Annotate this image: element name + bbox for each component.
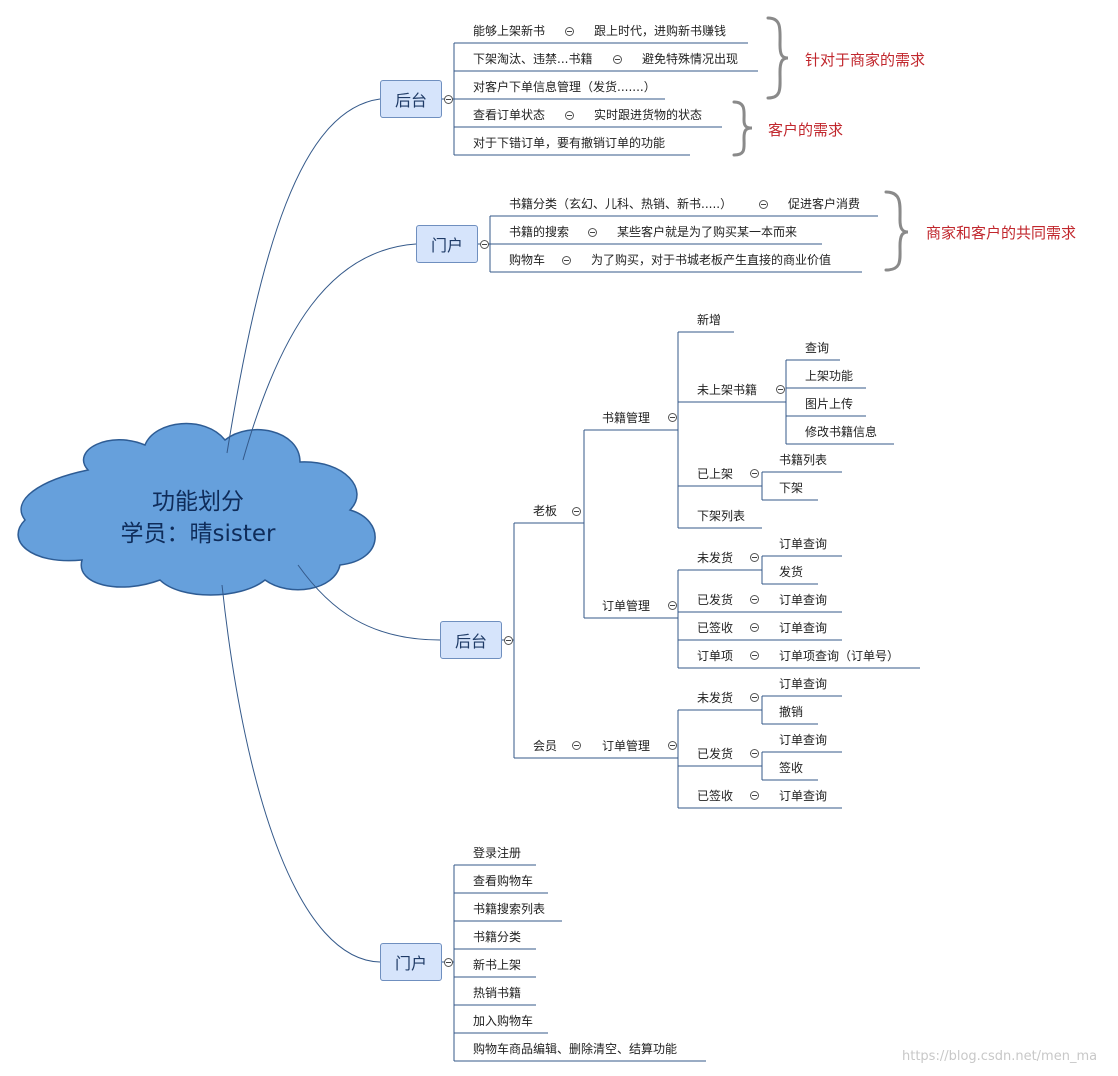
node-label: 订单项查询（订单号） — [779, 649, 900, 663]
node-label: 未发货 — [697, 691, 734, 705]
node-label: 订单查询 — [779, 593, 828, 607]
brace-merchant — [766, 16, 789, 100]
node-label: 已签收 — [697, 621, 734, 635]
node-member-order-management: 订单管理 — [602, 739, 651, 753]
branch-portal-modules[interactable]: 门户 — [380, 943, 442, 981]
collapse-icon[interactable] — [750, 791, 759, 800]
collapse-icon[interactable] — [565, 111, 574, 120]
node-label: 订单查询 — [779, 733, 828, 747]
node-label: 对客户下单信息管理（发货.......） — [473, 80, 656, 94]
node-label: 下架淘汰、违禁...书籍 — [473, 52, 593, 66]
node-label: 购物车 — [509, 253, 546, 267]
collapse-icon[interactable] — [444, 95, 453, 104]
node-label: 已发货 — [697, 747, 734, 761]
watermark: https://blog.csdn.net/men_ma — [902, 1049, 1098, 1064]
collapse-icon[interactable] — [444, 958, 453, 967]
collapse-icon[interactable] — [750, 553, 759, 562]
node-label: 订单项 — [697, 649, 734, 663]
branch-portal-requirements[interactable]: 门户 — [416, 225, 478, 263]
node-label: 书籍分类 — [473, 930, 522, 944]
node-label: 下架列表 — [697, 509, 746, 523]
brace-customer — [732, 100, 753, 157]
branch-backend-requirements[interactable]: 后台 — [380, 80, 442, 118]
node-label: 图片上传 — [805, 397, 854, 411]
collapse-icon[interactable] — [750, 693, 759, 702]
collapse-icon[interactable] — [750, 469, 759, 478]
node-label: 未发货 — [697, 551, 734, 565]
node-label: 订单查询 — [779, 537, 828, 551]
node-label: 查看购物车 — [473, 874, 534, 888]
node-member: 会员 — [533, 739, 558, 753]
collapse-icon[interactable] — [776, 385, 785, 394]
collapse-icon[interactable] — [588, 228, 597, 237]
note-merchant-requirements: 针对于商家的需求 — [805, 51, 926, 69]
root-cloud-shape — [17, 422, 376, 596]
collapse-icon[interactable] — [565, 27, 574, 36]
collapse-icon[interactable] — [668, 413, 677, 422]
node-label: 新增 — [697, 313, 722, 327]
node-label: 发货 — [779, 565, 804, 579]
node-label: 订单查询 — [779, 621, 828, 635]
node-label: 购物车商品编辑、删除清空、结算功能 — [473, 1042, 678, 1056]
node-label: 已发货 — [697, 593, 734, 607]
collapse-icon[interactable] — [668, 741, 677, 750]
node-label: 加入购物车 — [473, 1014, 534, 1028]
node-label: 书籍搜索列表 — [473, 902, 546, 916]
node-label: 书籍列表 — [779, 453, 828, 467]
node-label: 签收 — [779, 761, 804, 775]
collapse-icon[interactable] — [750, 749, 759, 758]
node-label: 避免特殊情况出现 — [642, 52, 739, 66]
collapse-icon[interactable] — [750, 623, 759, 632]
node-label: 订单查询 — [779, 677, 828, 691]
node-label: 撤销 — [779, 705, 804, 719]
node-label: 热销书籍 — [473, 986, 522, 1000]
node-label: 查看订单状态 — [473, 108, 546, 122]
node-label: 对于下错订单，要有撤销订单的功能 — [473, 136, 666, 150]
node-label: 实时跟进货物的状态 — [594, 108, 703, 122]
node-label: 已签收 — [697, 789, 734, 803]
node-label: 新书上架 — [473, 958, 522, 972]
note-customer-requirements: 客户的需求 — [768, 121, 844, 139]
collapse-icon[interactable] — [750, 651, 759, 660]
brace-common — [884, 190, 909, 272]
collapse-icon[interactable] — [572, 741, 581, 750]
node-label: 促进客户消费 — [788, 197, 861, 211]
node-label: 下架 — [779, 481, 804, 495]
node-label: 订单查询 — [779, 789, 828, 803]
note-common-requirements: 商家和客户的共同需求 — [926, 224, 1077, 242]
node-label: 能够上架新书 — [473, 24, 546, 38]
collapse-icon[interactable] — [750, 595, 759, 604]
root-line-1: 功能划分 — [152, 489, 244, 515]
node-label: 修改书籍信息 — [805, 425, 878, 439]
node-label: 某些客户就是为了购买某一本而来 — [617, 225, 798, 239]
root-title: 功能划分 学员：晴sister — [98, 486, 298, 550]
node-label: 已上架 — [697, 467, 734, 481]
collapse-icon[interactable] — [613, 55, 622, 64]
root-line-2: 学员：晴sister — [120, 521, 276, 547]
node-label: 未上架书籍 — [697, 383, 758, 397]
node-order-management: 订单管理 — [602, 599, 651, 613]
collapse-icon[interactable] — [480, 240, 489, 249]
collapse-icon[interactable] — [668, 601, 677, 610]
node-boss: 老板 — [533, 504, 558, 518]
collapse-icon[interactable] — [562, 256, 571, 265]
node-label: 书籍分类（玄幻、儿科、热销、新书.....） — [509, 197, 733, 211]
collapse-icon[interactable] — [759, 200, 768, 209]
node-label: 上架功能 — [805, 369, 854, 383]
node-label: 书籍的搜索 — [509, 225, 570, 239]
branch-backend-modules[interactable]: 后台 — [440, 621, 502, 659]
node-label: 查询 — [805, 341, 830, 355]
node-label: 为了购买，对于书城老板产生直接的商业价值 — [591, 253, 832, 267]
node-book-management: 书籍管理 — [602, 411, 651, 425]
node-label: 登录注册 — [473, 846, 522, 860]
collapse-icon[interactable] — [572, 507, 581, 516]
node-label: 跟上时代，进购新书赚钱 — [594, 24, 727, 38]
collapse-icon[interactable] — [504, 636, 513, 645]
